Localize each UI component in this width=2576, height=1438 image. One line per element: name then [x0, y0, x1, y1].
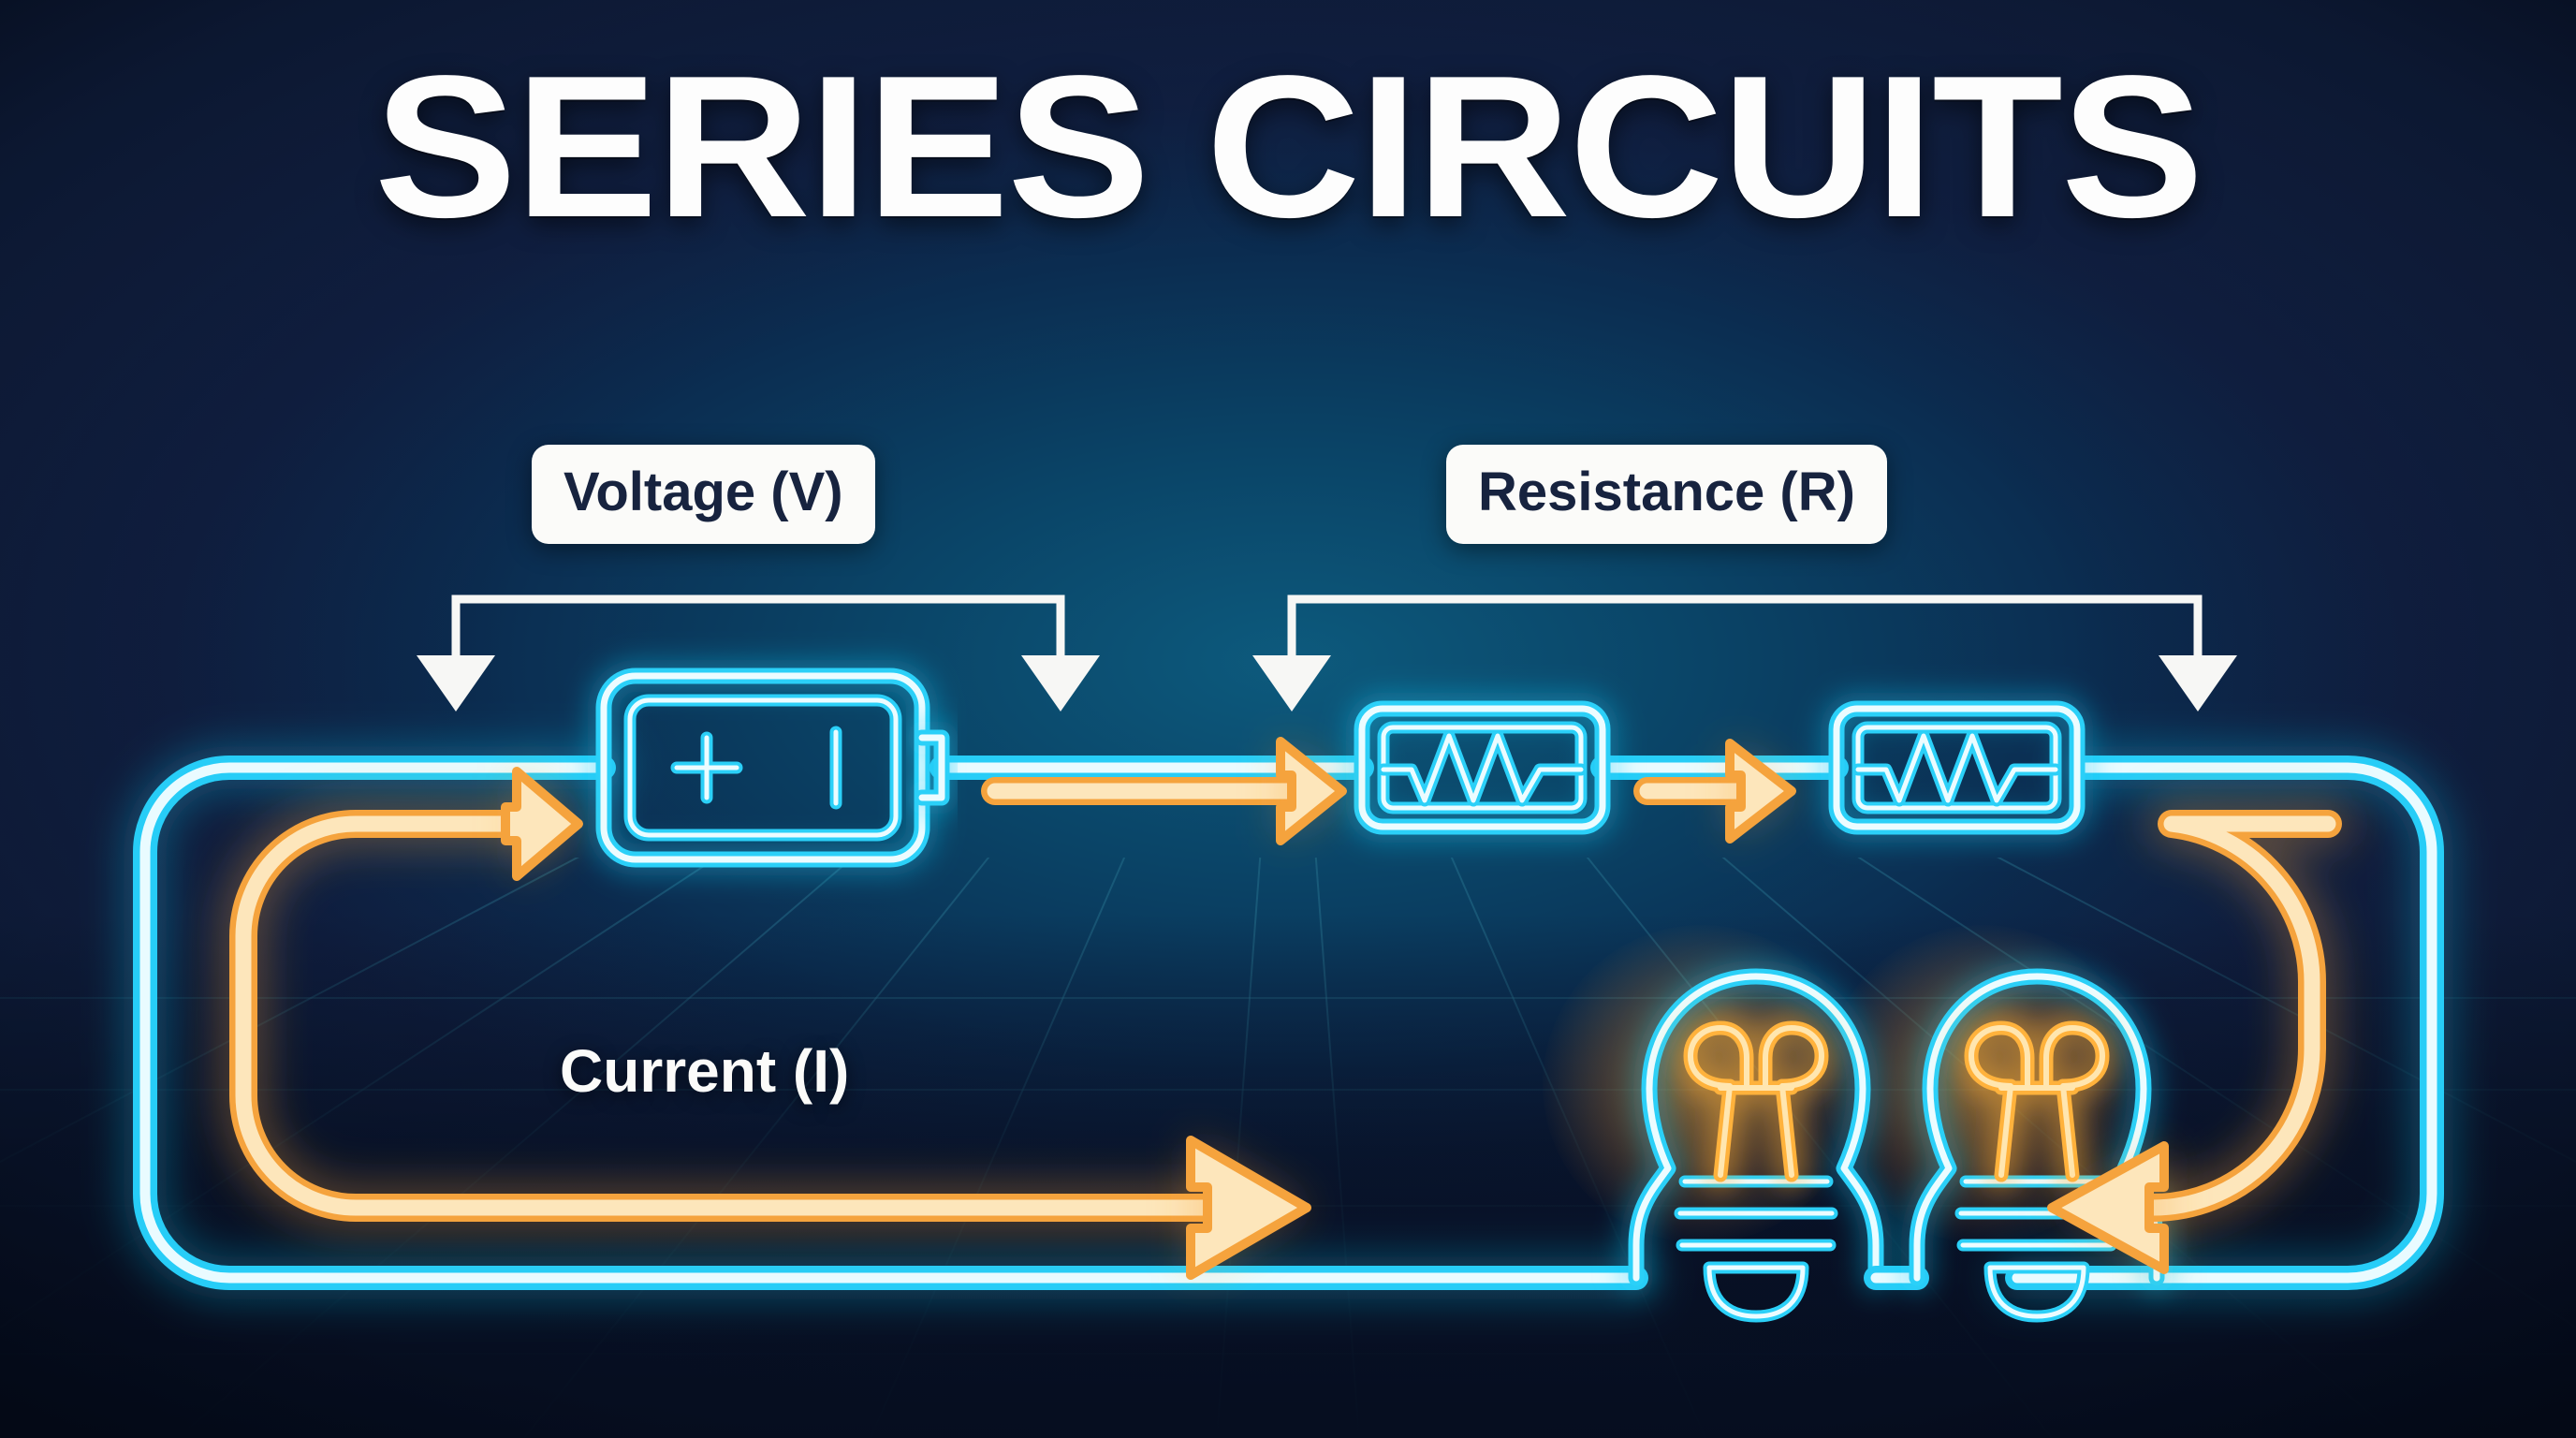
lamp-1-filament [1675, 1012, 1837, 1191]
label-resistance: Resistance (R) [1446, 445, 1887, 544]
current-arrow-icon-1 [501, 767, 583, 881]
lamp-2-filament [1955, 1012, 2118, 1191]
light-bulb-icon-1 [1620, 961, 1892, 1323]
current-arrow-icon-4 [1186, 1136, 1311, 1280]
current-loop-path [219, 800, 2352, 1232]
battery-plus-sign [670, 731, 743, 804]
label-current: Current (I) [560, 1037, 850, 1105]
callout-arrow-icon-voltage [417, 594, 1100, 712]
battery-icon [588, 660, 958, 875]
label-voltage: Voltage (V) [532, 445, 875, 544]
resistor-icon-2 [1821, 693, 2093, 843]
resistor-icon-1 [1346, 693, 1618, 843]
callout-arrow-icon-resistance [1252, 594, 2237, 712]
page-title: SERIES CIRCUITS [373, 33, 2204, 259]
current-arrow-icon-5 [2047, 1141, 2169, 1274]
current-arrow-icon-3 [1623, 739, 1796, 844]
current-arrow-icon-2 [971, 737, 1347, 845]
